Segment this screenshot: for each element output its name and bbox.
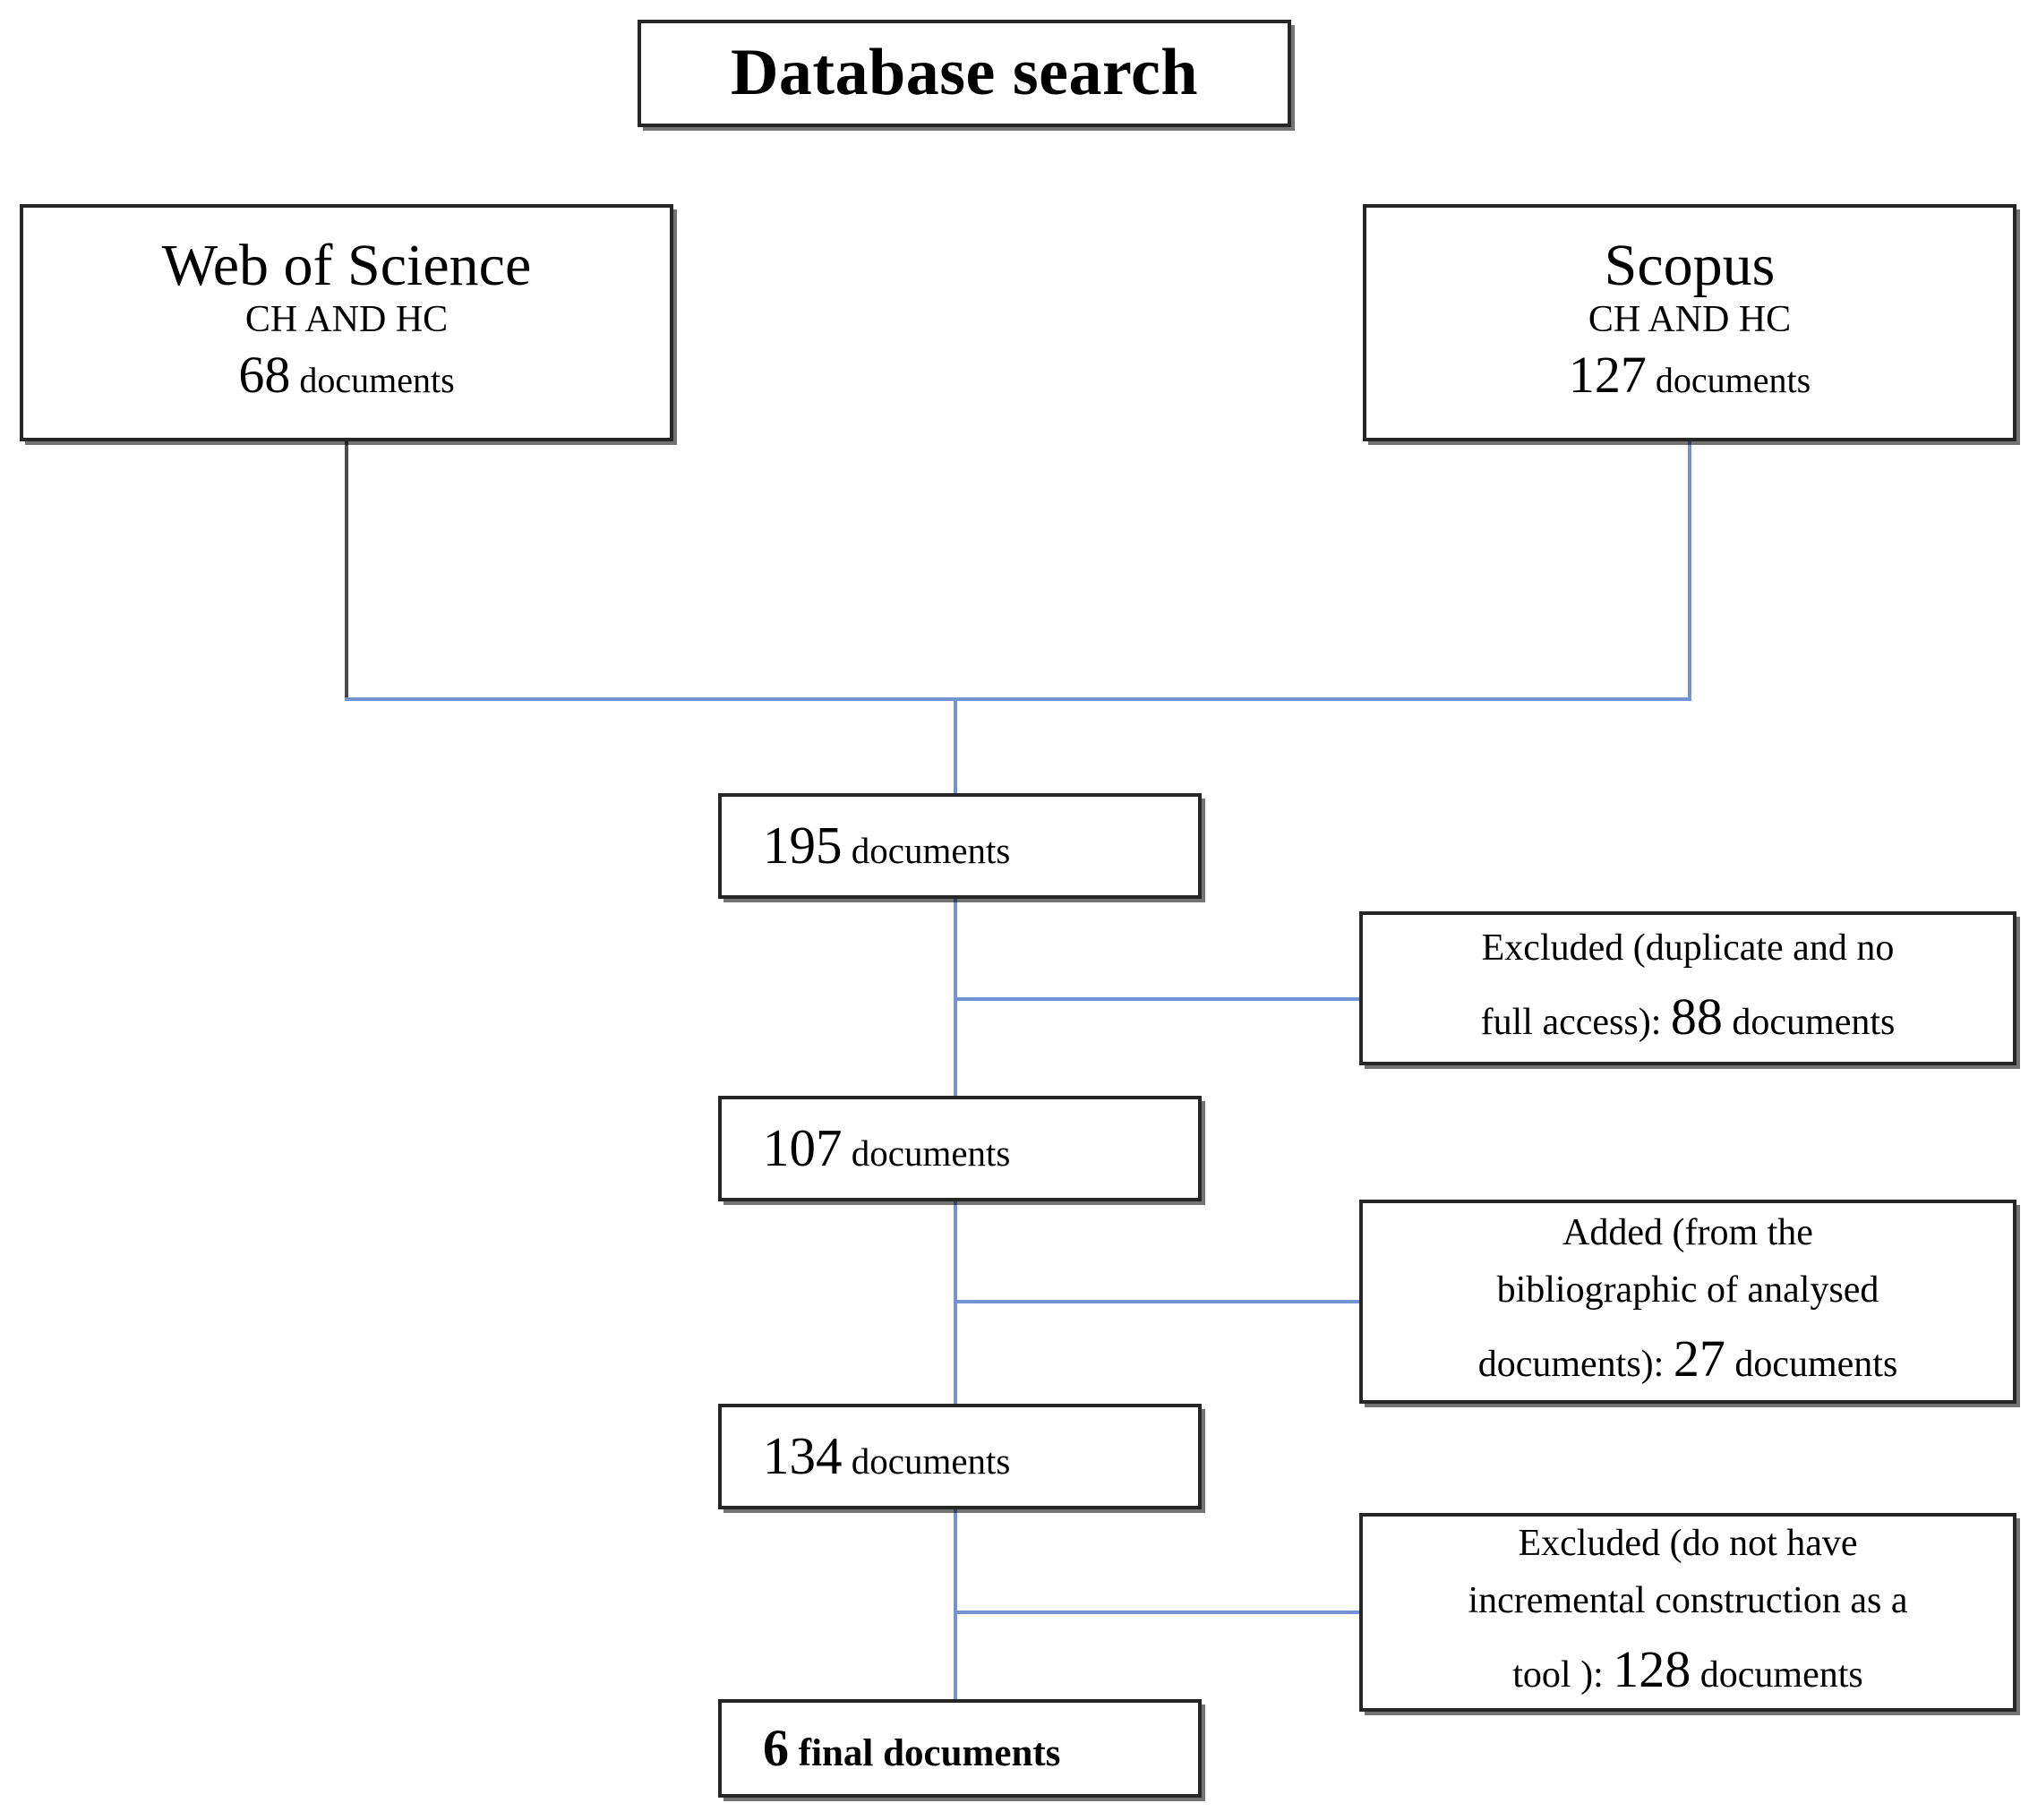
stage-box-107[interactable]: 107 documents <box>718 1096 1202 1201</box>
connector-merge-horizontal <box>345 697 1691 701</box>
connector-branch-excluded-2 <box>954 1611 1361 1614</box>
source-count-label: 68 documents <box>238 346 454 404</box>
connector-107-to-134 <box>954 1201 957 1406</box>
stage-count-label: 107 documents <box>763 1117 1010 1180</box>
stage-count-label: 195 documents <box>763 815 1010 877</box>
note-line-3-suffix: documents <box>1725 1343 1898 1385</box>
note-line-1: Excluded (duplicate and no <box>1481 927 1895 970</box>
stage-count-number: 134 <box>763 1426 843 1486</box>
final-count-label: 6 final documents <box>763 1718 1060 1779</box>
stage-count-unit: documents <box>842 830 1011 872</box>
final-count-number: 6 <box>763 1718 789 1777</box>
connector-wos-vertical <box>345 441 348 701</box>
source-box-web-of-science[interactable]: Web of Science CH AND HC 68 documents <box>20 204 673 441</box>
note-line-1: Excluded (do not have <box>1518 1523 1858 1565</box>
note-line-2: incremental construction as a <box>1468 1579 1908 1621</box>
note-line-3-prefix: documents): <box>1477 1343 1674 1385</box>
stage-count-number: 195 <box>763 816 843 876</box>
title-label: Database search <box>730 36 1199 110</box>
note-line-2: bibliographic of analysed <box>1496 1269 1879 1311</box>
note-line-3-suffix: documents <box>1691 1653 1863 1696</box>
stage-count-unit: documents <box>842 1440 1011 1482</box>
final-count-unit: final documents <box>789 1731 1061 1774</box>
connector-branch-added <box>954 1300 1361 1303</box>
note-line-2: full access): 88 documents <box>1481 978 1896 1056</box>
note-line-3: documents): 27 documents <box>1478 1320 1898 1398</box>
title-box[interactable]: Database search <box>638 20 1291 127</box>
source-count-number: 127 <box>1568 346 1647 405</box>
note-line-3: tool ): 128 documents <box>1512 1630 1862 1709</box>
stage-count-label: 134 documents <box>763 1425 1010 1488</box>
note-count-number: 27 <box>1673 1329 1725 1388</box>
note-count-number: 88 <box>1670 987 1723 1046</box>
note-line-1: Added (from the <box>1562 1212 1813 1254</box>
source-count-unit: documents <box>290 360 455 401</box>
note-box-excluded-no-incremental[interactable]: Excluded (do not have incremental constr… <box>1359 1513 2016 1712</box>
stage-count-number: 107 <box>763 1118 843 1178</box>
note-line-2-suffix: documents <box>1722 1001 1896 1043</box>
connector-branch-excluded-1 <box>954 997 1361 1001</box>
connector-scopus-vertical <box>1688 441 1691 701</box>
source-count-number: 68 <box>238 346 291 405</box>
connector-134-to-final <box>954 1509 957 1701</box>
connector-merge-to-195 <box>954 697 957 796</box>
note-box-added-bibliographic[interactable]: Added (from the bibliographic of analyse… <box>1359 1200 2016 1404</box>
source-box-scopus[interactable]: Scopus CH AND HC 127 documents <box>1363 204 2016 441</box>
note-box-excluded-duplicates[interactable]: Excluded (duplicate and no full access):… <box>1359 911 2016 1065</box>
note-line-3-prefix: tool ): <box>1512 1653 1614 1696</box>
stage-count-unit: documents <box>842 1132 1011 1175</box>
note-count-number: 128 <box>1613 1639 1691 1698</box>
source-count-unit: documents <box>1646 360 1811 401</box>
source-query-label: CH AND HC <box>244 299 449 341</box>
stage-box-195[interactable]: 195 documents <box>718 793 1202 899</box>
note-line-2-prefix: full access): <box>1480 1001 1671 1043</box>
source-name-label: Scopus <box>1604 232 1776 298</box>
stage-box-final[interactable]: 6 final documents <box>718 1699 1202 1798</box>
source-name-label: Web of Science <box>161 232 532 298</box>
stage-box-134[interactable]: 134 documents <box>718 1404 1202 1509</box>
source-query-label: CH AND HC <box>1588 299 1792 341</box>
source-count-label: 127 documents <box>1569 346 1811 404</box>
